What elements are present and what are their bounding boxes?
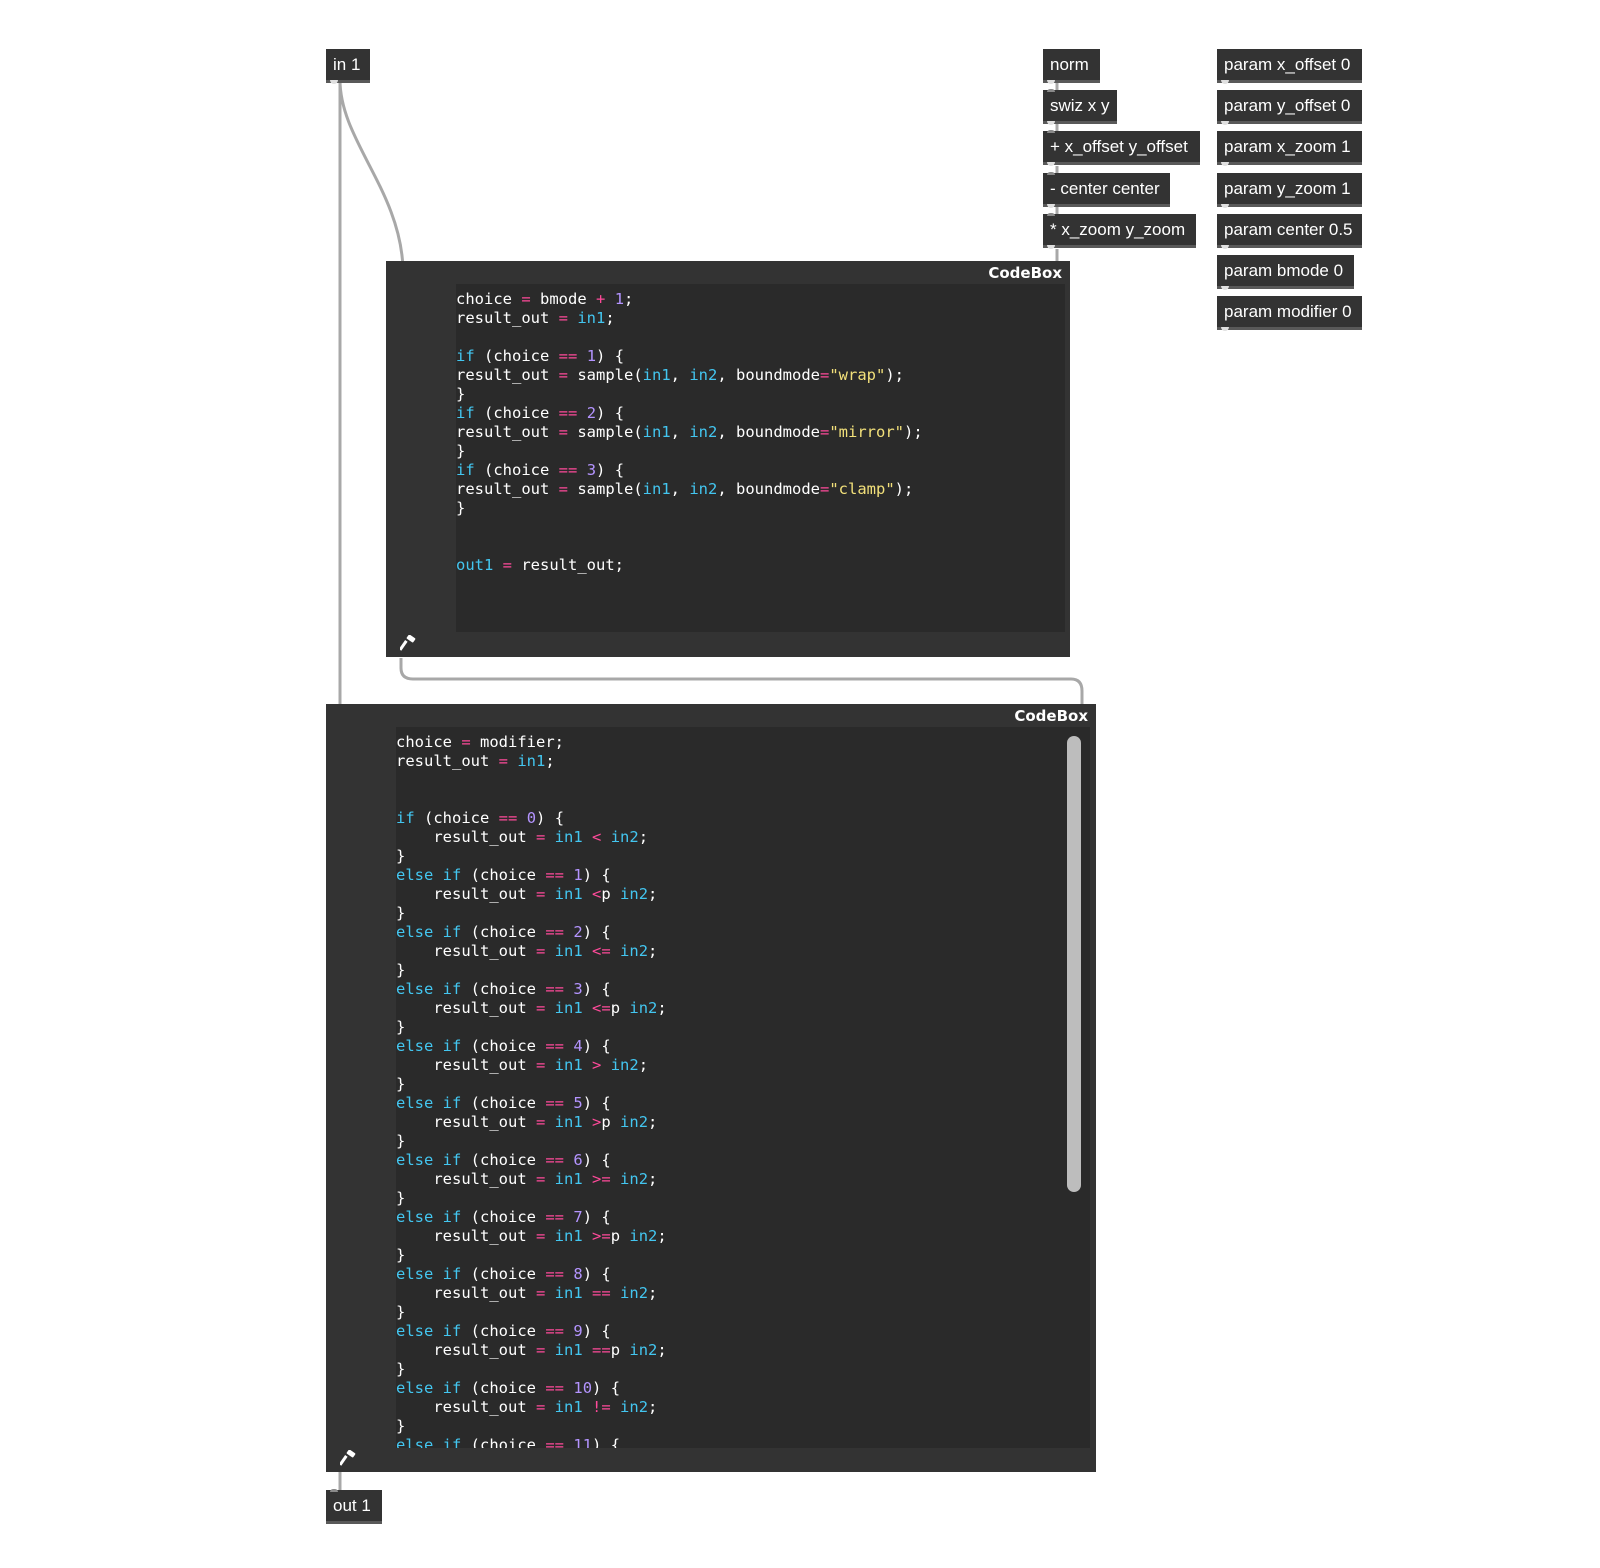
inlet-label: in 1 xyxy=(333,55,361,74)
outlet-port[interactable] xyxy=(1221,80,1229,84)
outlet-port[interactable] xyxy=(1221,204,1229,208)
outlet-port[interactable] xyxy=(1047,245,1055,249)
sub-center-object[interactable]: - center center xyxy=(1043,172,1170,208)
outlet-port[interactable] xyxy=(1047,204,1055,208)
sub-center-label: - center center xyxy=(1050,179,1160,198)
code-text[interactable]: 1choice = modifier; 2result_out = in1; 3… xyxy=(396,733,667,1448)
outlet-port[interactable] xyxy=(330,80,338,84)
param-label: param modifier 0 xyxy=(1224,302,1352,321)
param-label: param center 0.5 xyxy=(1224,220,1353,239)
norm-object[interactable]: norm xyxy=(1043,49,1100,84)
inlet-object[interactable]: in 1 xyxy=(326,49,370,84)
param-y-offset[interactable]: param y_offset 0 xyxy=(1217,90,1362,125)
codebox-sample[interactable]: CodeBox 1choice = bmode + 1; 2result_out… xyxy=(386,261,1070,657)
param-x-zoom[interactable]: param x_zoom 1 xyxy=(1217,131,1362,166)
hammer-icon[interactable] xyxy=(400,635,416,651)
patchcord-in1-to-codebox1[interactable] xyxy=(338,79,405,269)
add-offset-label: + x_offset y_offset xyxy=(1050,137,1188,156)
param-label: param x_zoom 1 xyxy=(1224,137,1351,156)
param-y-zoom[interactable]: param y_zoom 1 xyxy=(1217,173,1362,208)
param-label: param x_offset 0 xyxy=(1224,55,1351,74)
mul-zoom-label: * x_zoom y_zoom xyxy=(1050,220,1186,239)
mul-zoom-object[interactable]: * x_zoom y_zoom xyxy=(1043,213,1196,249)
inlet-port[interactable] xyxy=(1047,89,1055,92)
norm-label: norm xyxy=(1050,55,1089,74)
inlet-port[interactable] xyxy=(1047,213,1055,216)
outlet-port[interactable] xyxy=(1047,80,1055,84)
swiz-label: swiz x y xyxy=(1050,96,1110,115)
hammer-icon[interactable] xyxy=(340,1450,356,1466)
param-label: param bmode 0 xyxy=(1224,261,1344,280)
patchcord-codebox1-to-codebox2[interactable] xyxy=(399,658,1084,710)
code-editor[interactable]: 1choice = bmode + 1; 2result_out = in1; … xyxy=(456,284,1065,632)
param-center[interactable]: param center 0.5 xyxy=(1217,214,1362,249)
outlet-port[interactable] xyxy=(1221,286,1229,290)
vertical-scrollbar[interactable] xyxy=(1067,736,1081,1192)
outlet-port[interactable] xyxy=(1047,162,1055,166)
inlet-port[interactable] xyxy=(330,1489,338,1492)
outlet-object[interactable]: out 1 xyxy=(326,1489,382,1524)
param-modifier[interactable]: param modifier 0 xyxy=(1217,296,1362,331)
outlet-label: out 1 xyxy=(333,1496,371,1515)
outlet-port[interactable] xyxy=(1047,121,1055,125)
param-label: param y_zoom 1 xyxy=(1224,179,1351,198)
inlet-port[interactable] xyxy=(1047,172,1055,175)
codebox-title: CodeBox xyxy=(1014,707,1088,725)
param-x-offset[interactable]: param x_offset 0 xyxy=(1217,49,1362,84)
outlet-port[interactable] xyxy=(1221,162,1229,166)
codebox-compare[interactable]: CodeBox 1choice = modifier; 2result_out … xyxy=(326,704,1096,1472)
codebox-title: CodeBox xyxy=(988,264,1062,282)
param-bmode[interactable]: param bmode 0 xyxy=(1217,255,1354,290)
add-offset-object[interactable]: + x_offset y_offset xyxy=(1043,130,1200,166)
outlet-port[interactable] xyxy=(1221,121,1229,125)
code-editor[interactable]: 1choice = modifier; 2result_out = in1; 3… xyxy=(396,727,1090,1448)
swiz-object[interactable]: swiz x y xyxy=(1043,89,1117,125)
outlet-port[interactable] xyxy=(1221,327,1229,331)
inlet-port[interactable] xyxy=(1047,130,1055,133)
param-label: param y_offset 0 xyxy=(1224,96,1351,115)
code-text[interactable]: 1choice = bmode + 1; 2result_out = in1; … xyxy=(456,290,923,574)
outlet-port[interactable] xyxy=(1221,245,1229,249)
